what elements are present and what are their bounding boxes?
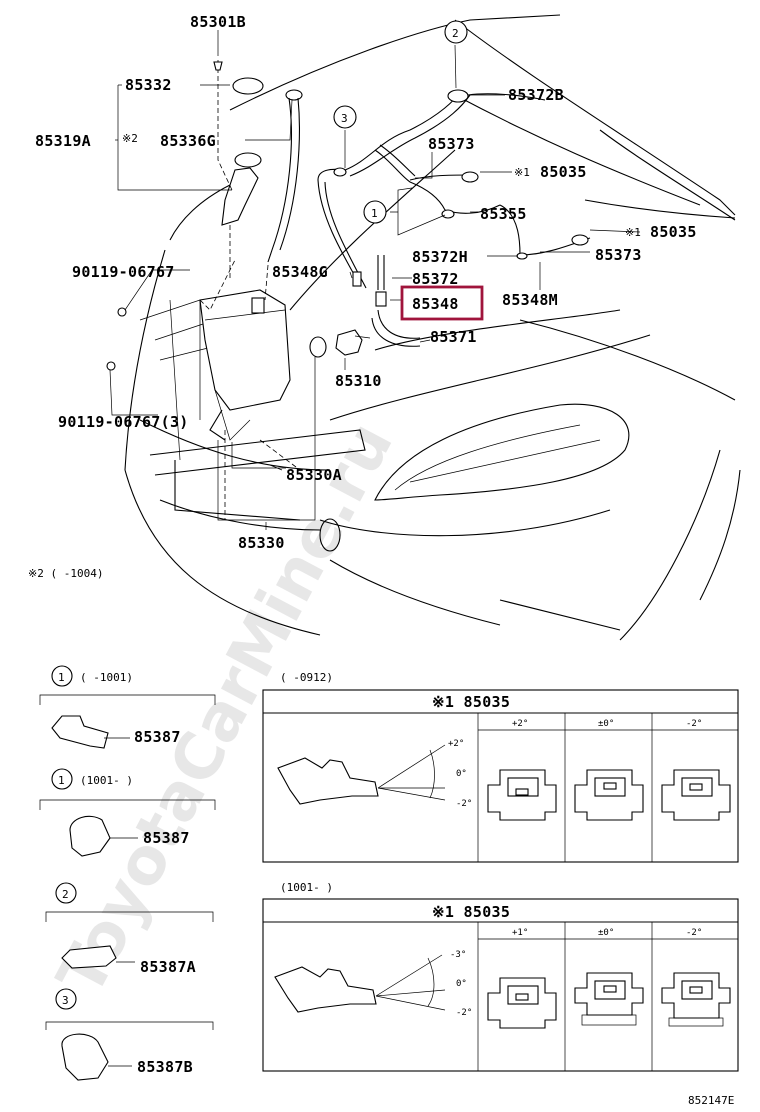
label-85372B: 85372B bbox=[508, 86, 564, 104]
label-85348-highlighted[interactable]: 85348 bbox=[412, 295, 459, 313]
footnote-2: ※2 ( -1004) bbox=[28, 567, 103, 580]
table2-col-3: -2° bbox=[686, 928, 702, 938]
table1-col-3: -2° bbox=[686, 719, 702, 729]
table1-title: ※1 85035 bbox=[432, 693, 510, 711]
variant1-range: ( -1001) bbox=[80, 671, 133, 684]
leader-lines bbox=[109, 30, 641, 530]
callout-labels: 85301B 85332 85319A ※2 85336G 85372B 853… bbox=[28, 13, 697, 580]
variant1-circle bbox=[51, 665, 73, 687]
circle-2-callout bbox=[444, 20, 468, 44]
watermark: ToyotaCarMine.ru bbox=[44, 411, 408, 1008]
variant1-part: 85387 bbox=[134, 728, 181, 746]
table2-angle-down: -2° bbox=[456, 1008, 472, 1018]
table1-angle-up: +2° bbox=[448, 739, 464, 749]
label-85355: 85355 bbox=[480, 205, 527, 223]
nozzle-angle-table-2: (1001- ) ※1 85035 +1° ±0° -2° -3° 0° -2° bbox=[262, 881, 739, 1072]
label-85371: 85371 bbox=[430, 328, 477, 346]
circle-1-number: 1 bbox=[371, 207, 378, 220]
label-85319A: 85319A bbox=[35, 132, 91, 150]
clip-85387-a-drawing bbox=[51, 715, 109, 749]
note-mark-85035-a: ※1 bbox=[514, 166, 530, 179]
table1-col-2: ±0° bbox=[598, 719, 614, 729]
table2-angle-up: -3° bbox=[450, 950, 466, 960]
nozzle-angle-table-1: ( -0912) ※1 85035 +2° ±0° -2° +2° 0° -2° bbox=[262, 671, 739, 863]
table1-nozzle-faces bbox=[487, 769, 731, 821]
label-85330: 85330 bbox=[238, 534, 285, 552]
label-90119-a: 90119-06767 bbox=[72, 263, 175, 281]
table2-col-1: +1° bbox=[512, 928, 528, 938]
label-85373-right: 85373 bbox=[595, 246, 642, 264]
note-mark-85336G: ※2 bbox=[122, 132, 138, 145]
variant2-circle-number: 1 bbox=[58, 774, 65, 787]
circle-3-number: 3 bbox=[341, 112, 348, 125]
label-85035-b: 85035 bbox=[650, 223, 697, 241]
label-85373-top: 85373 bbox=[428, 135, 475, 153]
label-85336G: 85336G bbox=[160, 132, 216, 150]
table2-range: (1001- ) bbox=[280, 881, 333, 894]
table1-angle-down: -2° bbox=[456, 799, 472, 809]
clip-85387B-drawing bbox=[61, 1033, 109, 1081]
label-85372: 85372 bbox=[412, 270, 459, 288]
label-85348G: 85348G bbox=[272, 263, 328, 281]
table2-nozzle-drawing bbox=[274, 954, 446, 1013]
table1-range: ( -0912) bbox=[280, 671, 333, 684]
variant3-part: 85387A bbox=[140, 958, 196, 976]
circle-1-callout bbox=[363, 200, 387, 224]
circle-3-callout bbox=[333, 105, 357, 129]
variant1-circle-number: 1 bbox=[58, 671, 65, 684]
variant4-part: 85387B bbox=[137, 1058, 193, 1076]
vehicle-outline bbox=[124, 14, 741, 641]
label-85330A: 85330A bbox=[286, 466, 342, 484]
label-85035-a: 85035 bbox=[540, 163, 587, 181]
variant3-circle bbox=[55, 882, 77, 904]
variant2-part: 85387 bbox=[143, 829, 190, 847]
table2-col-2: ±0° bbox=[598, 928, 614, 938]
label-85332: 85332 bbox=[125, 76, 172, 94]
variant3-circle-number: 2 bbox=[62, 888, 69, 901]
table2-angle-zero: 0° bbox=[456, 979, 467, 989]
label-85301B: 85301B bbox=[190, 13, 246, 31]
label-85372H: 85372H bbox=[412, 248, 468, 266]
table2-nozzle-faces bbox=[487, 972, 731, 1029]
washer-tank-assembly bbox=[106, 60, 371, 520]
variant4-circle bbox=[55, 988, 77, 1010]
table2-title: ※1 85035 bbox=[432, 903, 510, 921]
table1-nozzle-drawing bbox=[277, 744, 446, 805]
variant4-circle-number: 3 bbox=[62, 994, 69, 1007]
clip-85387-b-drawing bbox=[69, 815, 111, 857]
label-90119-b: 90119-06767(3) bbox=[58, 413, 189, 431]
circle-2-number: 2 bbox=[452, 27, 459, 40]
variant2-circle bbox=[51, 768, 73, 790]
variant-legend: 1 ( -1001) 85387 1 (1001- ) 85387 2 8538… bbox=[39, 665, 216, 1081]
clip-85387A-drawing bbox=[61, 945, 117, 969]
label-85310: 85310 bbox=[335, 372, 382, 390]
figure-code: 852147E bbox=[688, 1094, 734, 1107]
table1-col-1: +2° bbox=[512, 719, 528, 729]
label-85348M: 85348M bbox=[502, 291, 558, 309]
variant2-range: (1001- ) bbox=[80, 774, 133, 787]
highlight-box bbox=[400, 285, 484, 321]
note-mark-85035-b: ※1 bbox=[625, 226, 641, 239]
table1-angle-zero: 0° bbox=[456, 769, 467, 779]
